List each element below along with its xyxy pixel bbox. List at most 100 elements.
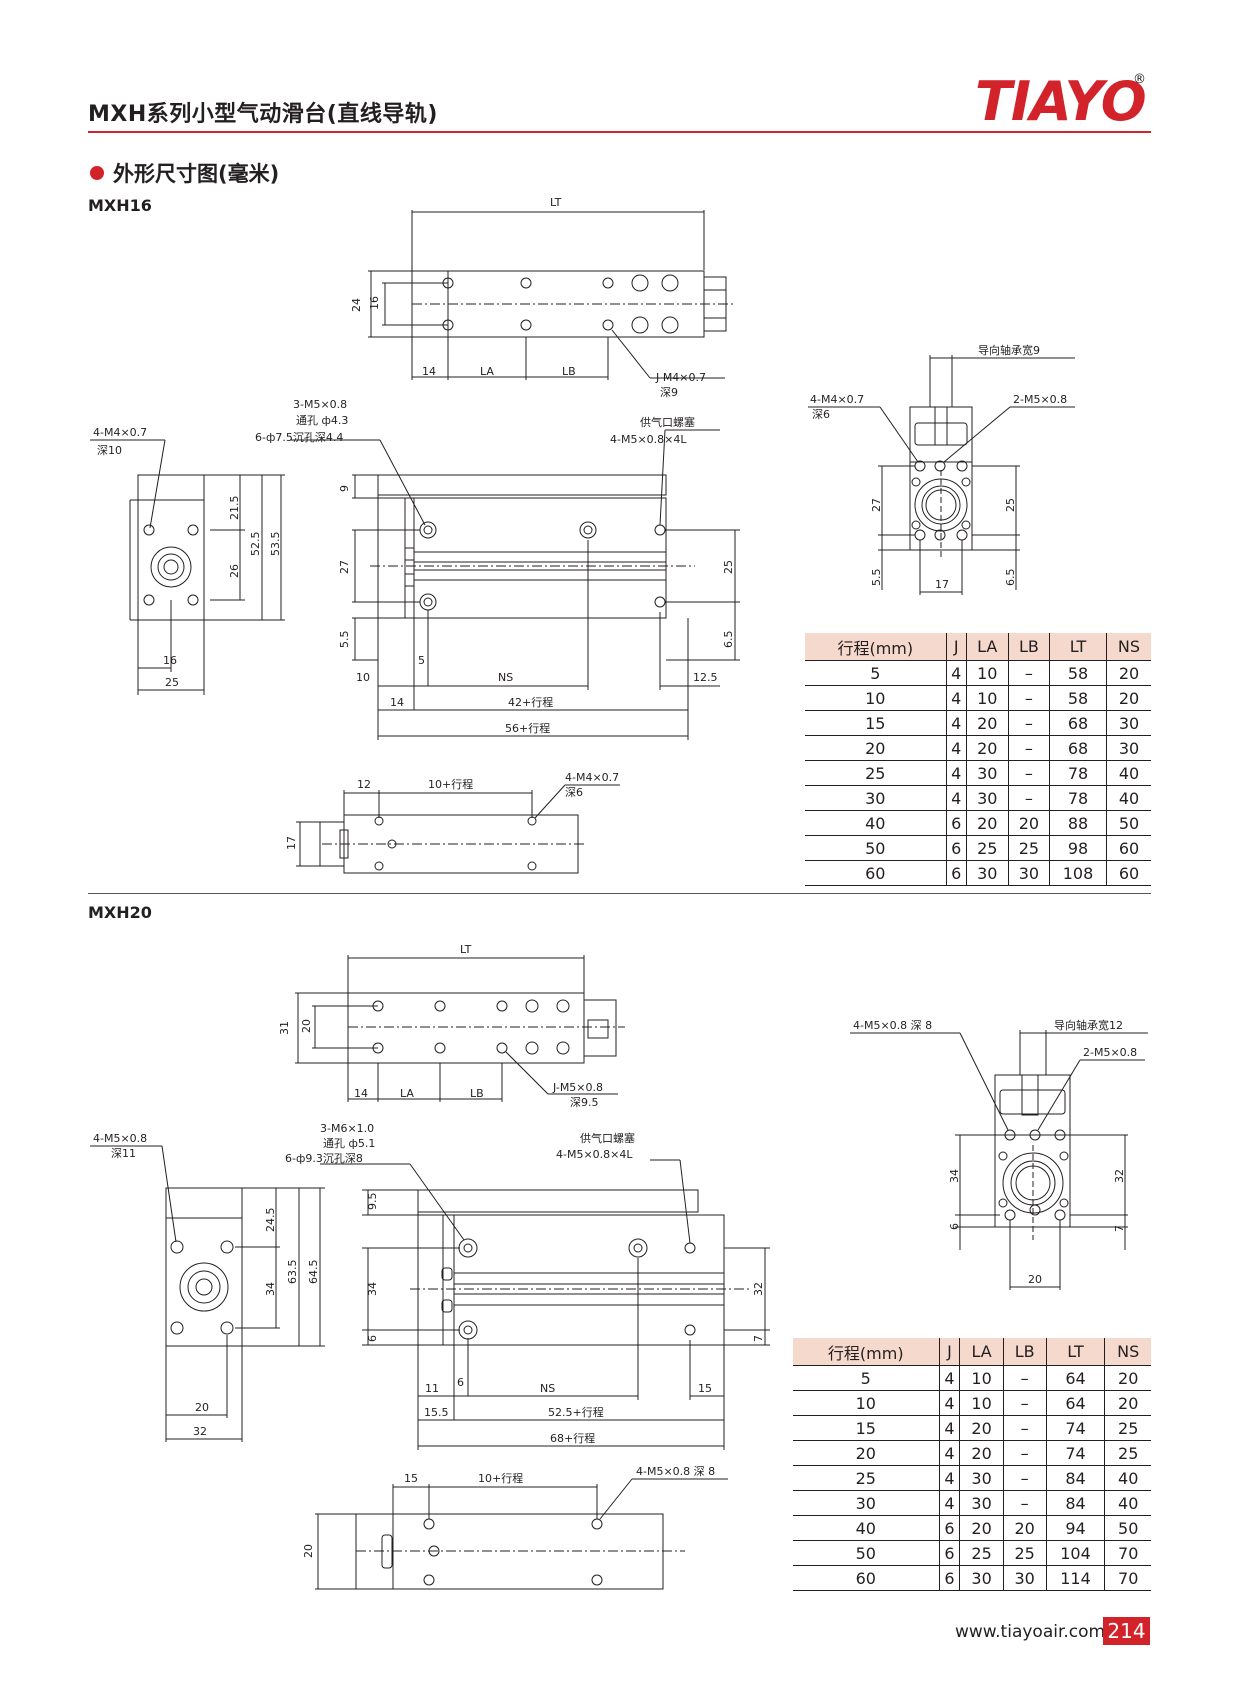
table-cell: 78 [1049, 760, 1107, 786]
svg-text:52.5+行程: 52.5+行程 [548, 1406, 604, 1419]
table-cell: 74 [1046, 1440, 1106, 1466]
table-cell: 64 [1046, 1390, 1106, 1416]
table-cell: 60 [1106, 835, 1151, 861]
table-cell: 30 [805, 785, 947, 811]
table-cell: 6 [946, 860, 967, 886]
table-cell: 50 [1106, 810, 1151, 836]
svg-text:4-M4×0.7: 4-M4×0.7 [565, 771, 619, 784]
svg-text:64.5: 64.5 [307, 1260, 320, 1285]
column-header: LB [1008, 633, 1051, 661]
svg-text:6: 6 [366, 1335, 379, 1342]
table-cell: 20 [966, 710, 1009, 736]
svg-text:16: 16 [163, 654, 177, 667]
header-rule [88, 131, 1151, 133]
mxh16-bottom-view [296, 784, 620, 874]
column-header: NS [1104, 1338, 1151, 1366]
table-cell: – [1008, 710, 1051, 736]
table-cell: 30 [1106, 735, 1151, 761]
brand-logo: TIAYO [975, 70, 1147, 133]
svg-text:26: 26 [228, 564, 241, 578]
table-cell: 104 [1046, 1540, 1106, 1566]
mxh20-end-view [90, 1145, 325, 1442]
table-cell: 20 [1104, 1390, 1151, 1416]
svg-text:42+行程: 42+行程 [508, 696, 553, 709]
table-cell: 4 [946, 785, 967, 811]
svg-text:LT: LT [460, 943, 472, 956]
table-cell: 30 [793, 1490, 940, 1516]
svg-text:12.5: 12.5 [693, 671, 718, 684]
table-cell: 25 [1003, 1540, 1047, 1566]
svg-text:导向轴承宽12: 导向轴承宽12 [1054, 1018, 1123, 1032]
table-cell: 20 [1106, 685, 1151, 711]
model-label-mxh20: MXH20 [88, 903, 152, 922]
mxh20-side-view [320, 1159, 770, 1450]
footer-url: www.tiayoair.com [955, 1622, 1106, 1642]
table-cell: 4 [946, 735, 967, 761]
table-cell: 25 [1104, 1440, 1151, 1466]
svg-text:通孔 ф4.3: 通孔 ф4.3 [296, 414, 348, 427]
table-cell: – [1008, 685, 1051, 711]
table-cell: 25 [793, 1465, 940, 1491]
svg-text:53.5: 53.5 [269, 532, 282, 557]
svg-text:68+行程: 68+行程 [550, 1432, 595, 1445]
table-cell: 25 [966, 835, 1009, 861]
table-cell: 74 [1046, 1415, 1106, 1441]
mxh20-bottom-view [315, 1478, 728, 1590]
table-cell: 25 [959, 1540, 1004, 1566]
column-header: LT [1049, 633, 1107, 661]
table-cell: 40 [1104, 1465, 1151, 1491]
svg-text:6-ф7.5沉孔深4.4: 6-ф7.5沉孔深4.4 [255, 431, 343, 444]
table-cell: 108 [1049, 860, 1107, 886]
column-header: J [946, 633, 967, 661]
column-header: 行程(mm) [793, 1338, 940, 1366]
table-cell: 40 [793, 1515, 940, 1541]
table-cell: 30 [966, 760, 1009, 786]
svg-text:34: 34 [264, 1282, 277, 1296]
table-cell: 4 [946, 685, 967, 711]
svg-text:32: 32 [752, 1282, 765, 1296]
svg-text:4-M5×0.8×4L: 4-M5×0.8×4L [556, 1148, 633, 1161]
table-cell: 78 [1049, 785, 1107, 811]
table-cell: – [1008, 660, 1051, 686]
table-cell: 20 [1008, 810, 1051, 836]
table-cell: 4 [939, 1365, 961, 1391]
svg-text:NS: NS [540, 1382, 555, 1395]
table-cell: 70 [1104, 1540, 1151, 1566]
svg-text:LA: LA [400, 1087, 414, 1100]
svg-text:4-M4×0.7: 4-M4×0.7 [93, 426, 147, 439]
svg-text:2-M5×0.8: 2-M5×0.8 [1083, 1046, 1137, 1059]
table-cell: 20 [966, 735, 1009, 761]
table-cell: 30 [1008, 860, 1051, 886]
column-header: LA [966, 633, 1009, 661]
table-cell: – [1003, 1440, 1047, 1466]
svg-text:4-M5×0.8 深 8: 4-M5×0.8 深 8 [853, 1019, 932, 1032]
table-cell: 4 [946, 710, 967, 736]
table-cell: 10 [966, 660, 1009, 686]
table-cell: 4 [939, 1415, 961, 1441]
table-cell: 30 [966, 860, 1009, 886]
table-cell: 30 [1106, 710, 1151, 736]
svg-text:25: 25 [1004, 498, 1017, 512]
svg-text:11: 11 [425, 1382, 439, 1395]
column-header: J [939, 1338, 961, 1366]
mxh16-end-labels: 4-M4×0.7 深10 21.5 52.5 53.5 26 16 25 [93, 426, 282, 689]
table-cell: 5 [805, 660, 947, 686]
table-cell: 98 [1049, 835, 1107, 861]
table-cell: 84 [1046, 1490, 1106, 1516]
svg-text:LA: LA [480, 365, 494, 378]
mxh16-right-labels: 导向轴承宽9 4-M4×0.7 深6 2-M5×0.8 27 25 5.5 6.… [810, 343, 1067, 591]
column-header: LA [959, 1338, 1004, 1366]
page-number: 214 [1103, 1617, 1150, 1645]
svg-text:4-M5×0.8: 4-M5×0.8 [93, 1132, 147, 1145]
svg-text:52.5: 52.5 [249, 532, 262, 557]
table-cell: 20 [793, 1440, 940, 1466]
